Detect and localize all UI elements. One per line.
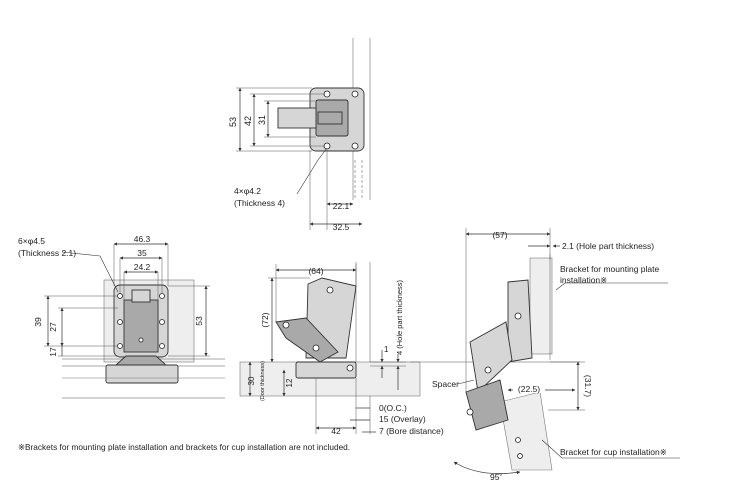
footnote: ※Brackets for mounting plate installatio… (18, 442, 350, 452)
dim-53-front: 53 (194, 316, 204, 326)
pivot-hole (484, 366, 492, 374)
dim-22-5: (22.5) (518, 384, 540, 394)
front-holes-label: 6×φ4.5 (18, 236, 45, 246)
dim-22-1: 22.1 (333, 201, 350, 211)
screw-hole (351, 142, 359, 150)
top-thickness-label: (Thickness 4) (234, 198, 285, 208)
screw-hole (346, 364, 354, 372)
pivot-hole (466, 408, 474, 416)
overlay-label: 15 (Overlay) (379, 414, 426, 424)
dim-27: 27 (48, 322, 58, 332)
side-view: (64) (72) 30 (Door thickness) 12 1 4 (Ho… (239, 262, 444, 436)
dim-46-3: 46.3 (134, 234, 151, 244)
top-view: 53 42 31 4×φ4.2 (Thickness 4) 22.1 32.5 (228, 38, 371, 232)
front-view: 46.3 35 24.2 6×φ4.5 (Thickness 2.1) 39 2… (18, 234, 225, 399)
top-holes-label: 4×φ4.2 (234, 186, 261, 196)
pivot-hole (326, 286, 334, 294)
screw-hole (138, 337, 144, 343)
angle-label: 95˚ (490, 472, 502, 482)
dim-42-side: 42 (331, 426, 341, 436)
front-cup (105, 364, 179, 384)
door-thickness-label: (Door thickness) (260, 361, 266, 401)
dim-72: (72) (260, 312, 270, 327)
pivot-hole (312, 344, 320, 352)
side-cup (295, 361, 357, 379)
screw-hole (351, 90, 359, 98)
dim-12: 12 (285, 378, 294, 387)
dim-17: 17 (48, 347, 58, 357)
open-arm (469, 321, 513, 393)
screw-hole (517, 453, 523, 459)
spacer-label: Spacer (432, 379, 459, 389)
screw-hole (117, 319, 123, 325)
open-plate (507, 279, 533, 363)
open-view: (57) 2.1 (Hole part thickness) Bracket f… (410, 228, 680, 482)
open-door (499, 391, 553, 471)
dim-30: 30 (247, 376, 256, 385)
dim-31-7: (31.7) (583, 375, 593, 397)
front-thickness-label: (Thickness 2.1) (18, 248, 76, 258)
dim-53: 53 (228, 117, 238, 127)
pivot-hole (514, 312, 522, 320)
dim-64: (64) (308, 266, 323, 276)
screw-hole (117, 343, 123, 349)
bracket-mount-label-1: Bracket for mounting plate (560, 264, 659, 274)
dim-31: 31 (257, 115, 267, 125)
bracket-cup-label: Bracket for cup installation※ (560, 447, 667, 457)
dim-57: (57) (492, 230, 507, 240)
dim-42: 42 (243, 116, 253, 126)
dim-1: 1 (384, 345, 389, 354)
screw-hole (159, 319, 165, 325)
screw-hole (159, 343, 165, 349)
screw-hole (159, 293, 165, 299)
front-arm (123, 299, 159, 353)
dim-35: 35 (137, 248, 147, 258)
dim-39: 39 (33, 317, 43, 327)
hole-part-thickness: 4 (Hole part thickness) (395, 279, 404, 355)
dim-32-5: 32.5 (333, 222, 350, 232)
oc-label: 0(O.C.) (379, 403, 407, 413)
screw-hole (117, 293, 123, 299)
pivot-hole (282, 321, 290, 329)
bore-distance-label: 7 (Bore distance) (379, 426, 444, 436)
hinge-body (277, 107, 317, 129)
screw-hole (515, 437, 521, 443)
bracket-mount-label-2: installation※ (560, 275, 607, 285)
hole-part-label: 2.1 (Hole part thickness) (562, 241, 654, 251)
dim-24-2: 24.2 (134, 262, 151, 272)
